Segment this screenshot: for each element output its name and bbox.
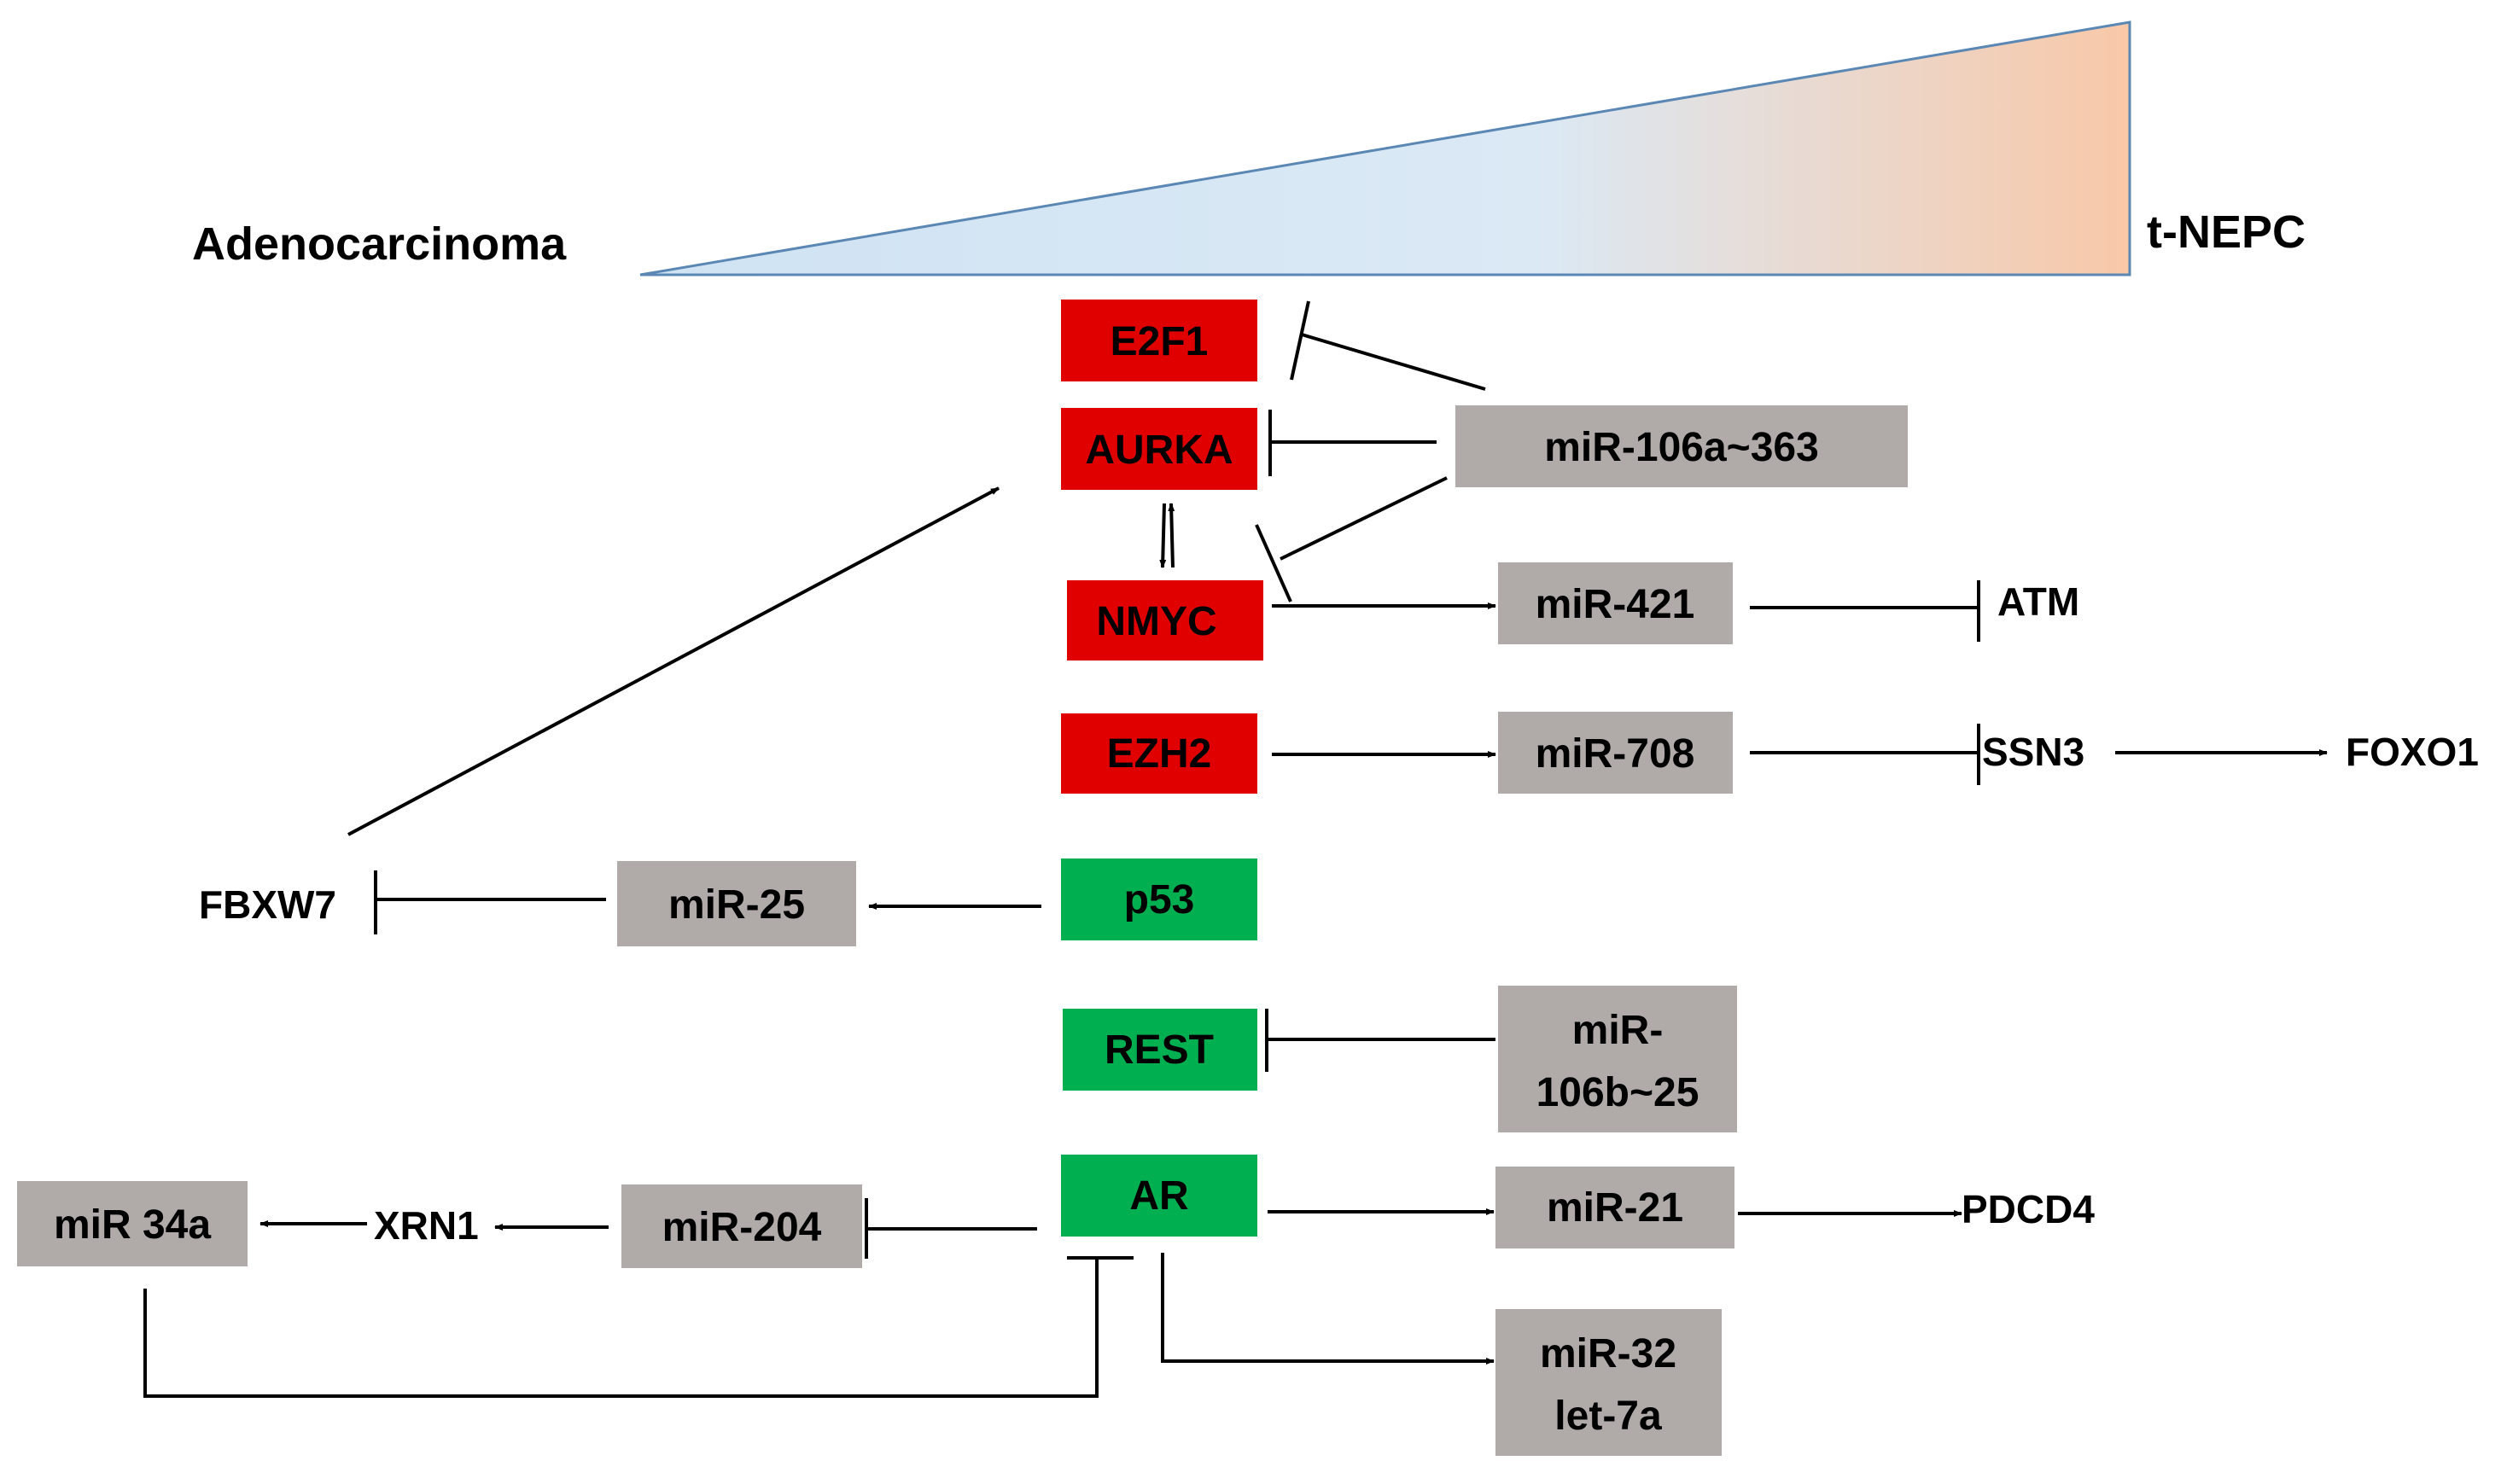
node-mir-21: miR-21 bbox=[1495, 1167, 1734, 1248]
edge-mir106a-nmyc-bar bbox=[1255, 524, 1292, 602]
node-mir-106a-363: miR-106a~363 bbox=[1455, 405, 1908, 487]
progression-gradient-triangle bbox=[639, 20, 2131, 276]
svg-text:miR-106a~363: miR-106a~363 bbox=[1544, 425, 1819, 470]
target-atm: ATM bbox=[1997, 579, 2079, 624]
svg-text:miR 34a: miR 34a bbox=[54, 1202, 211, 1248]
svg-text:E2F1: E2F1 bbox=[1111, 319, 1209, 364]
svg-text:AR: AR bbox=[1129, 1173, 1188, 1219]
node-mir-106b-25: miR- 106b~25 bbox=[1498, 986, 1737, 1132]
node-rest: REST bbox=[1063, 1009, 1257, 1091]
node-mir-204: miR-204 bbox=[621, 1184, 862, 1268]
edge-mir106a-inhibits-e2f1 bbox=[1301, 333, 1486, 391]
edge-mir106a-e2f1-bar bbox=[1290, 300, 1310, 381]
svg-text:miR-708: miR-708 bbox=[1536, 731, 1695, 777]
edge-aurka-to-nmyc bbox=[1159, 503, 1167, 568]
target-ssn3: SSN3 bbox=[1982, 730, 2084, 774]
target-foxo1: FOXO1 bbox=[2346, 730, 2479, 774]
node-nmyc: NMYC bbox=[1067, 580, 1263, 661]
node-aurka: AURKA bbox=[1061, 408, 1257, 490]
node-ar: AR bbox=[1061, 1155, 1257, 1237]
node-mir-25: miR-25 bbox=[617, 861, 856, 946]
edge-mir106a-inhibits-nmyc bbox=[1280, 476, 1448, 561]
target-pdcd4: PDCD4 bbox=[1962, 1187, 2095, 1231]
edge-fbxw7-to-aurka bbox=[347, 486, 1000, 836]
svg-text:106b~25: 106b~25 bbox=[1536, 1070, 1699, 1115]
svg-text:NMYC: NMYC bbox=[1096, 599, 1216, 644]
svg-text:miR-421: miR-421 bbox=[1536, 582, 1695, 627]
svg-text:miR-32: miR-32 bbox=[1540, 1331, 1676, 1376]
node-mir-34a: miR 34a bbox=[17, 1181, 248, 1266]
svg-text:AURKA: AURKA bbox=[1085, 428, 1233, 473]
node-e2f1: E2F1 bbox=[1061, 300, 1257, 381]
edge-ar-to-mir32 bbox=[1161, 1253, 1495, 1365]
t-nepc-label: t-NEPC bbox=[2147, 207, 2306, 258]
svg-text:REST: REST bbox=[1105, 1027, 1214, 1073]
target-xrn1: XRN1 bbox=[374, 1203, 479, 1248]
svg-text:miR-: miR- bbox=[1572, 1008, 1664, 1053]
target-fbxw7: FBXW7 bbox=[199, 882, 336, 927]
adenocarcinoma-label: Adenocarcinoma bbox=[192, 218, 567, 270]
svg-text:miR-25: miR-25 bbox=[668, 882, 805, 928]
node-p53: p53 bbox=[1061, 858, 1257, 940]
svg-text:miR-204: miR-204 bbox=[662, 1205, 822, 1250]
svg-text:EZH2: EZH2 bbox=[1107, 731, 1212, 777]
node-mir-708: miR-708 bbox=[1498, 712, 1733, 794]
edge-nmyc-to-aurka bbox=[1168, 503, 1175, 568]
node-mir-421: miR-421 bbox=[1498, 562, 1733, 644]
node-ezh2: EZH2 bbox=[1061, 713, 1257, 794]
svg-text:let-7a: let-7a bbox=[1554, 1394, 1662, 1439]
edge-mir34a-inhibits-ar bbox=[143, 1258, 1099, 1398]
node-mir-32-let-7a: miR-32 let-7a bbox=[1495, 1309, 1722, 1456]
svg-text:miR-21: miR-21 bbox=[1547, 1185, 1683, 1231]
svg-text:p53: p53 bbox=[1124, 877, 1195, 922]
